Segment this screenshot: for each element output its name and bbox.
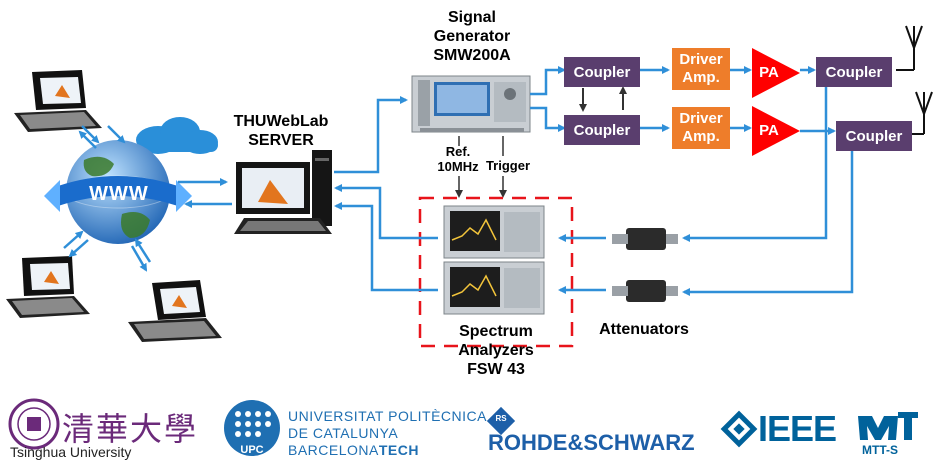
globe-links <box>63 125 232 272</box>
rs-logo-icon <box>486 406 516 436</box>
coupler-interconnect <box>579 86 627 112</box>
upc-barcelona: BARCELONA <box>288 442 379 458</box>
upc-tech: TECH <box>378 442 419 458</box>
upc-name-line2: DE CATALUNYA <box>288 425 399 441</box>
attenuators-label: Attenuators <box>599 321 689 338</box>
spectrum-analyzer-2 <box>443 261 545 315</box>
signal-generator-device <box>411 75 531 133</box>
driver-amp-2: Driver Amp. <box>672 107 730 149</box>
ieee-name: IEEE <box>758 408 837 449</box>
tsinghua-seal-icon <box>8 398 60 450</box>
spectrum-label-line2: Analyzers <box>458 342 534 359</box>
sg-label-line3: SMW200A <box>433 47 511 64</box>
upc-logo-icon <box>224 400 280 456</box>
laptop-top <box>14 70 102 132</box>
rohde-schwarz-name: ROHDE&SCHWARZ <box>488 430 695 455</box>
pa-triangle-1 <box>752 48 800 98</box>
ref-label-line1: Ref. <box>445 144 471 159</box>
driver-amp-1: Driver Amp. <box>672 48 730 90</box>
www-banner <box>44 176 192 212</box>
coupler-1: Coupler <box>564 57 640 87</box>
driver-amp-1-line2: Amp. <box>682 69 720 86</box>
signal-generator-label: Signal Generator SMW200A <box>418 8 526 65</box>
signal-flow-arrows <box>334 66 854 296</box>
sg-label-line2: Generator <box>433 28 511 45</box>
coupler-4: Coupler <box>836 121 912 151</box>
pa-label-1: PA <box>759 63 779 81</box>
attenuator-2 <box>612 280 678 302</box>
server-label: THUWebLab SERVER <box>226 112 336 150</box>
driver-amp-2-line1: Driver <box>679 110 723 127</box>
laptop-bottom-left <box>6 256 90 318</box>
mtts-name: MTT-S <box>862 443 898 457</box>
coupler-2: Coupler <box>564 115 640 145</box>
server-computer <box>234 150 332 234</box>
rs-badge-text: RS <box>495 414 507 423</box>
antenna-icon-1 <box>896 25 923 71</box>
spectrum-analyzer-1 <box>443 205 545 259</box>
pa-triangle-2 <box>752 106 800 156</box>
mtts-logo-icon <box>858 412 918 440</box>
driver-amp-2-line2: Amp. <box>682 128 720 145</box>
driver-amp-1-line1: Driver <box>679 51 723 68</box>
sg-label-line1: Signal <box>447 9 496 26</box>
laptop-bottom-right <box>128 280 222 342</box>
upc-name-line3: BARCELONATECH <box>288 442 487 459</box>
upc-name: UNIVERSITAT POLITÈCNICA DE CATALUNYA BAR… <box>288 408 487 459</box>
tsinghua-english-name: Tsinghua University <box>10 444 132 460</box>
ref-trigger-lines <box>455 136 507 198</box>
spectrum-analyzers-label: Spectrum Analyzers FSW 43 <box>446 322 546 379</box>
attenuator-1 <box>612 228 678 250</box>
spectrum-label-line1: Spectrum <box>459 323 533 340</box>
server-label-line2: SERVER <box>248 132 314 149</box>
upc-badge-text: UPC <box>240 444 264 456</box>
cloud-icon <box>136 117 218 154</box>
analyzer-dashed-box <box>418 196 574 348</box>
upc-name-line1: UNIVERSITAT POLITÈCNICA <box>288 408 487 424</box>
antenna-icon-2 <box>912 91 933 135</box>
tsinghua-chinese-name: 清華大學 <box>62 410 199 448</box>
ieee-diamond-icon <box>720 410 758 448</box>
ref-label-line2: 10MHz <box>437 159 479 174</box>
pa-label-2: PA <box>759 121 779 139</box>
spectrum-label-line3: FSW 43 <box>467 361 525 378</box>
ref-label: Ref. 10MHz <box>428 144 488 174</box>
trigger-label: Trigger <box>485 158 531 173</box>
server-label-line1: THUWebLab <box>233 113 329 130</box>
www-text: WWW <box>89 183 149 205</box>
coupler-3: Coupler <box>816 57 892 87</box>
